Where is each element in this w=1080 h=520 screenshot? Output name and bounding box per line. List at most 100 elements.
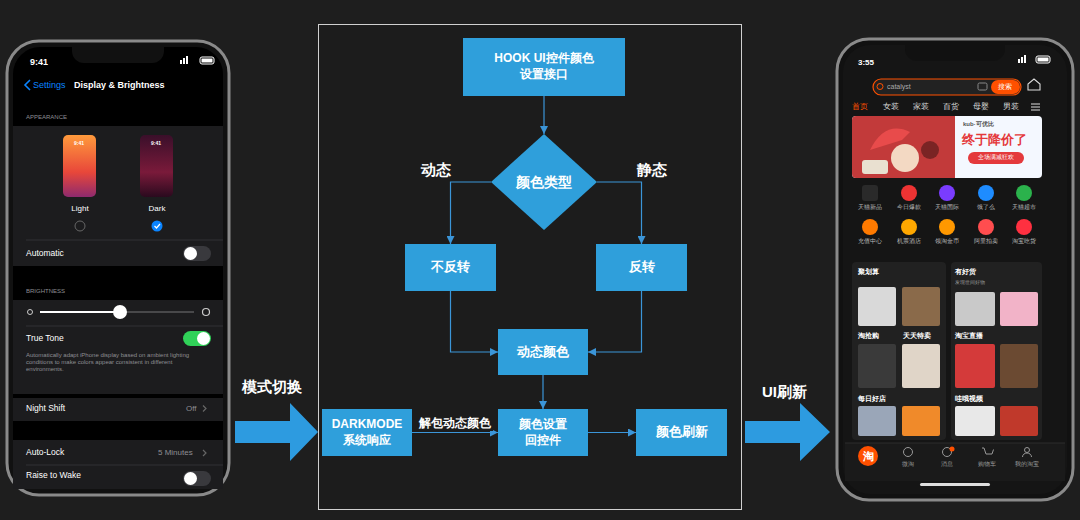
screen-label: 3:55 — [858, 58, 874, 68]
screen-label: 男装 — [1003, 102, 1019, 112]
screen-label: Night Shift — [26, 403, 65, 413]
process-box: HOOK UI控件颜色 设置接口 — [463, 38, 625, 96]
taobao-phone — [852, 262, 946, 440]
screen-label: Light — [60, 204, 100, 214]
flow-arrow — [588, 291, 642, 352]
settings-phone — [75, 221, 85, 231]
screen-label: 阿里拍卖 — [967, 238, 1005, 245]
screen-label: Dark — [137, 204, 177, 214]
taobao-phone — [978, 83, 987, 90]
settings-phone — [203, 309, 210, 316]
settings-phone — [180, 60, 182, 64]
taobao-phone — [902, 287, 940, 326]
screen-label: 天猫国际 — [928, 204, 966, 211]
ui-refresh-arrow — [745, 403, 830, 461]
settings-phone — [155, 224, 161, 228]
taobao-phone — [1016, 185, 1032, 201]
screen-label: 购物车 — [969, 461, 1005, 468]
taobao-phone — [991, 80, 1020, 94]
screen-label: 淘宝吃货 — [1005, 238, 1043, 245]
screen-label: 终于降价了 — [962, 132, 1027, 148]
screen-label: 5 Minutes — [158, 448, 193, 458]
taobao-phone — [877, 84, 883, 90]
screen-label: 消息 — [929, 461, 965, 468]
taobao-phone — [902, 344, 940, 388]
settings-phone — [13, 440, 223, 489]
settings-phone — [197, 332, 210, 345]
screen-label: 淘抢购 — [858, 332, 879, 340]
taobao-phone — [1000, 344, 1038, 388]
mode-switch-arrow — [235, 403, 318, 461]
process-box: 反转 — [596, 244, 687, 291]
taobao-phone — [1023, 453, 1032, 457]
taobao-phone — [939, 219, 955, 235]
settings-phone — [40, 311, 120, 313]
settings-phone — [26, 326, 223, 327]
screen-label: Off — [186, 404, 197, 414]
settings-phone — [183, 331, 211, 346]
taobao-phone — [939, 185, 955, 201]
taobao-phone — [858, 287, 896, 326]
flow-arrow — [451, 182, 492, 244]
taobao-phone — [845, 443, 1065, 444]
screen-label: Automatic — [26, 248, 64, 258]
settings-phone — [183, 471, 211, 486]
ui-refresh-arrow — [745, 403, 830, 461]
taobao-phone — [1031, 104, 1040, 105]
taobao-phone — [920, 483, 990, 486]
screen-label: 天猫新品 — [851, 204, 889, 211]
screen-label: True Tone — [26, 333, 64, 343]
screen-label: 每日好店 — [858, 395, 886, 403]
screen-label: UI刷新 — [762, 383, 807, 401]
screen-label: 天天特卖 — [903, 332, 931, 340]
taobao-phone — [901, 219, 917, 235]
settings-phone — [203, 406, 206, 412]
screen-label: 充值中心 — [851, 238, 889, 245]
settings-phone — [7, 41, 229, 495]
edge-label: 静态 — [635, 161, 669, 179]
settings-phone — [63, 135, 96, 197]
node-text: 不反转 — [431, 259, 470, 276]
screen-label: kub·可优比 — [963, 121, 994, 128]
process-box: DARKMODE 系统响应 — [322, 409, 412, 456]
settings-phone — [184, 472, 197, 485]
taobao-phone — [905, 45, 1005, 61]
screen-label: Settings — [33, 80, 66, 91]
settings-phone — [186, 56, 188, 64]
settings-phone — [183, 58, 185, 64]
settings-phone — [26, 465, 223, 466]
taobao-phone — [1000, 292, 1038, 326]
taobao-phone — [901, 185, 917, 201]
taobao-phone — [862, 160, 888, 174]
decision-diamond: 颜色类型 — [491, 134, 597, 230]
process-box: 不反转 — [405, 244, 496, 291]
flow-frame — [319, 25, 742, 510]
settings-phone — [203, 450, 206, 456]
screen-label: 女装 — [883, 102, 899, 112]
screen-label: BRIGHTNESS — [26, 288, 65, 295]
taobao-phone — [968, 152, 1024, 164]
settings-phone — [28, 310, 33, 315]
settings-phone — [152, 221, 163, 232]
screen-label: 模式切换 — [242, 378, 302, 396]
taobao-phone — [862, 219, 878, 235]
taobao-phone — [873, 79, 1021, 95]
screen-label: Auto-Lock — [26, 447, 64, 457]
settings-phone — [26, 240, 223, 241]
node-text: 动态颜色 — [517, 344, 569, 361]
settings-phone — [25, 80, 30, 90]
taobao-phone — [1000, 406, 1038, 436]
screen-label: Automatically adapt iPhone display based… — [26, 352, 198, 374]
taobao-phone — [1025, 448, 1030, 453]
settings-phone — [120, 311, 194, 313]
screen-label: 发现世间好物 — [955, 279, 985, 285]
settings-phone — [13, 126, 223, 266]
node-text: HOOK UI控件颜色 设置接口 — [477, 51, 611, 82]
taobao-phone — [1016, 219, 1032, 235]
taobao-phone — [858, 406, 896, 436]
screen-label: 饿了么 — [967, 204, 1005, 211]
node-text: 颜色类型 — [516, 173, 572, 191]
screen-label: 淘 — [858, 450, 878, 463]
taobao-phone — [1024, 55, 1026, 63]
